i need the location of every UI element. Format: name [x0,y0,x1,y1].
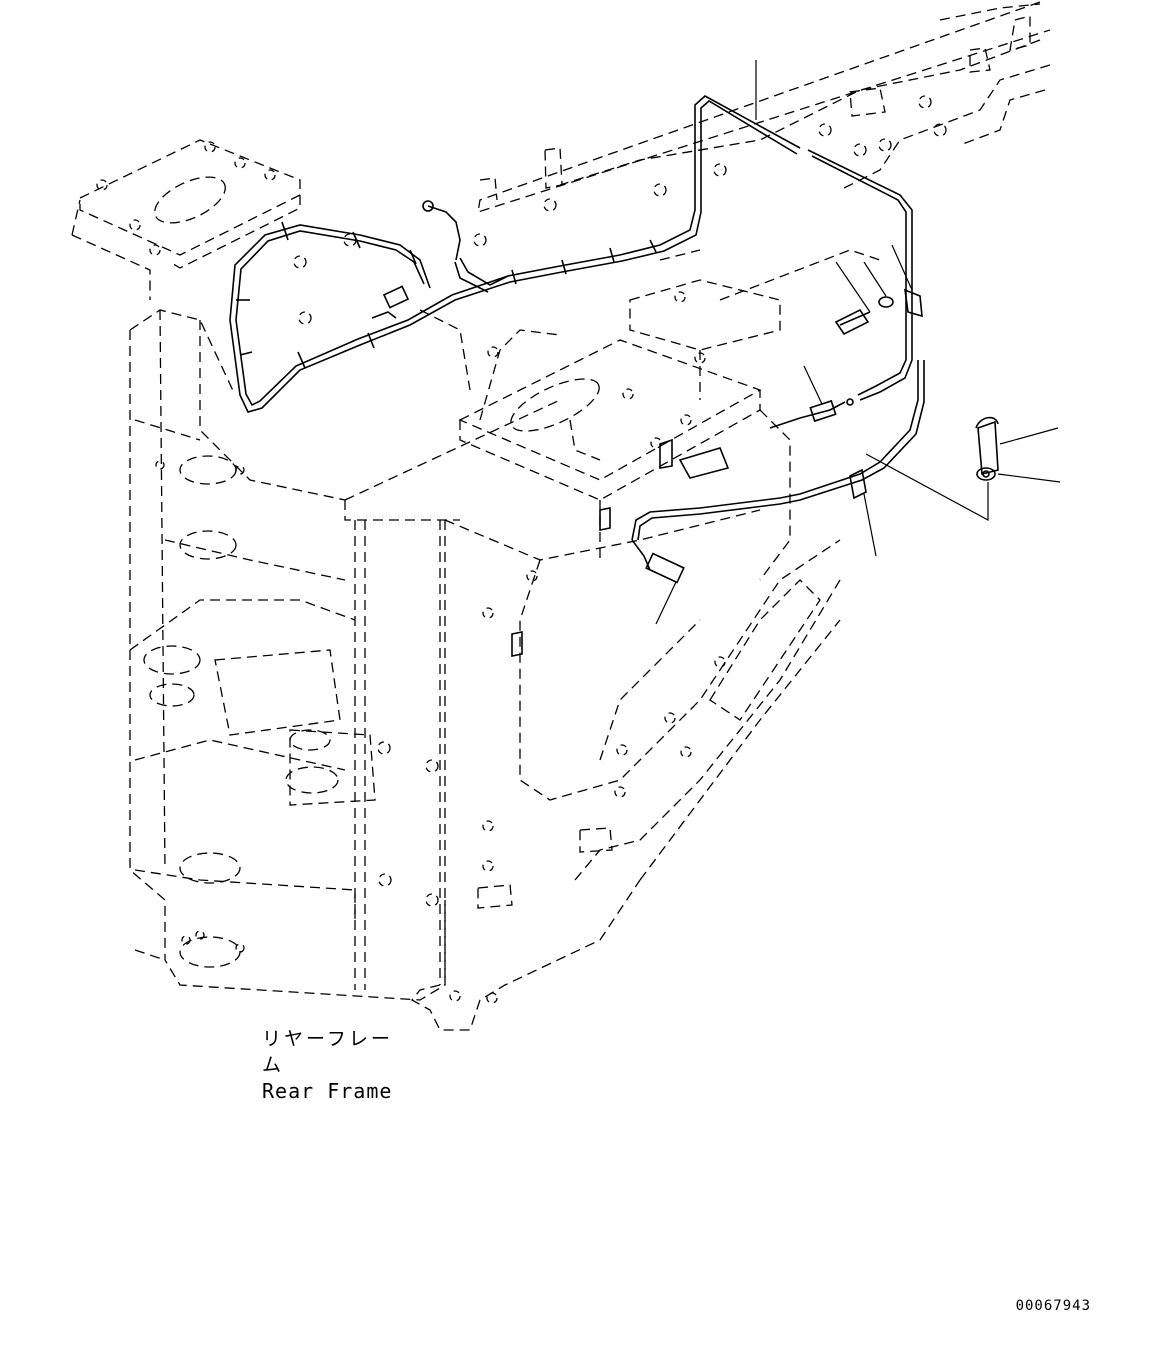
upper-rail [477,1,1051,213]
bolt-holes [96,95,947,1004]
frame-label-japanese: リヤーフレーム [262,1028,393,1076]
main-frame [129,309,641,1031]
leader-lines [655,60,1061,625]
frame-label: リヤーフレーム Rear Frame [262,1026,412,1104]
left-top-plate [71,139,301,300]
drawing-number: 00067943 [1015,1298,1091,1314]
central-platform [344,249,881,581]
frame-label-english: Rear Frame [262,1079,393,1103]
wire-harness [229,95,999,657]
lower-right-frame [444,509,841,909]
